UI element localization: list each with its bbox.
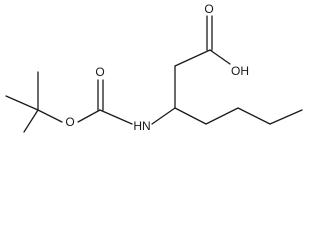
bond-c6-to-c7 (269, 109, 303, 125)
atom-label-carbonyl-oxygen: O (204, 2, 213, 16)
bond-c3-to-c4 (174, 107, 207, 125)
bond-carbonyl-to-nitrogen (99, 109, 133, 125)
bond-tbu-methyl-bottom (23, 109, 39, 133)
bond-ester-oxygen-to-carbonyl (77, 109, 101, 123)
boc-carbamate-group (77, 79, 133, 125)
atom-label-boc-carbonyl-oxygen: O (95, 65, 104, 79)
bond-c2-to-c1 (174, 49, 211, 67)
bond-tbu-methyl-left (5, 95, 39, 111)
bond-c4-to-c5 (205, 107, 239, 125)
atom-label-acid-hydroxyl: OH (231, 64, 249, 78)
bond-nitrogen-to-c3 (151, 107, 176, 125)
chemical-structure: O O HN O OH (5, 2, 303, 133)
bond-c5-to-c6 (237, 107, 271, 125)
heptanoic-acid-chain (151, 15, 303, 125)
bond-c1-to-hydroxyl (209, 49, 231, 65)
bond-tbu-to-ester-oxygen (37, 109, 63, 123)
atom-label-boc-ester-oxygen: O (65, 115, 74, 129)
tert-butyl-group (5, 71, 63, 133)
atom-label-amine-nitrogen: HN (133, 119, 150, 133)
